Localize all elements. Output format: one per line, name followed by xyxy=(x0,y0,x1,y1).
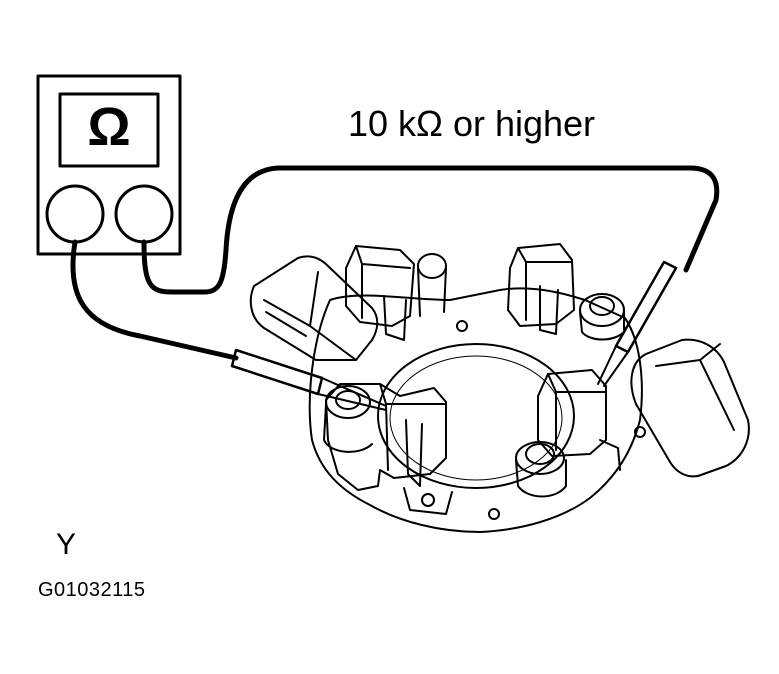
ohm-symbol: Ω xyxy=(87,97,131,157)
view-letter: Y xyxy=(56,528,77,561)
lead-wire-left xyxy=(70,239,239,361)
resistance-spec-label: 10 kΩ or higher xyxy=(348,103,596,144)
test-probe-icon xyxy=(597,260,678,387)
brush-holder-icon xyxy=(249,243,750,533)
figure-code: G01032115 xyxy=(38,579,146,601)
lead-wire-right xyxy=(141,165,720,295)
